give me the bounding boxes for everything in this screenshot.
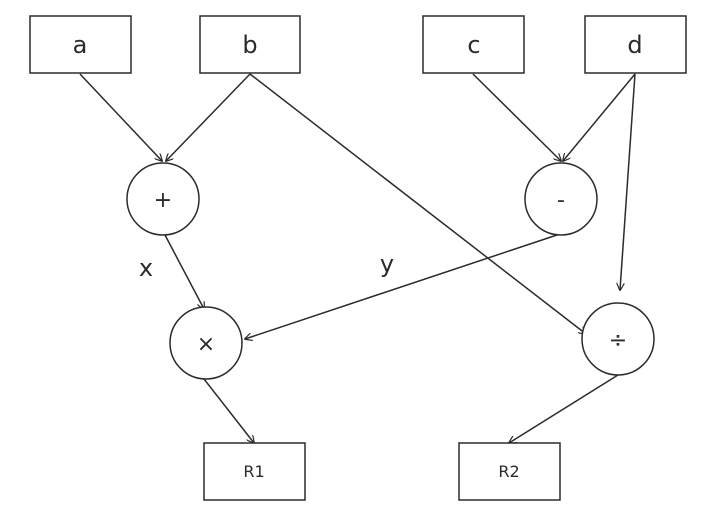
edges [79,73,636,443]
add-circle [126,162,200,236]
multiply-symbol: × [197,332,215,357]
edge-subtract-to-multiply [245,233,561,339]
input-node-c: c [422,15,525,74]
input-node-d: d [584,15,687,74]
output-node-r1: R1 [203,442,306,501]
divide-circle [581,302,655,376]
edge-c-to-subtract [472,73,561,161]
input-box-b [199,15,301,74]
edge-b-to-add [166,73,251,161]
edge-d-to-divide [620,73,636,290]
input-label-a: a [73,31,88,59]
add-symbol: + [154,188,172,213]
subtract-symbol: - [557,188,565,213]
output-node-r2: R2 [458,442,561,501]
operator-node-subtract: - [524,162,598,236]
output-label-r1: R1 [243,462,264,481]
operator-node-divide: ÷ [581,302,655,376]
input-label-b: b [242,31,257,59]
edge-b-to-divide [249,73,586,334]
output-box-r2 [458,442,561,501]
output-label-r2: R2 [498,462,519,481]
operator-node-multiply: × [169,306,243,380]
output-box-r1 [203,442,306,501]
input-node-a: a [29,15,132,74]
operator-node-add: + [126,162,200,236]
subtract-circle [524,162,598,236]
edge-label-y: y [380,250,394,278]
edge-multiply-to-r1 [203,378,254,443]
input-box-a [29,15,132,74]
edge-label-x: x [139,254,153,282]
divide-symbol: ÷ [609,328,627,353]
edge-d-to-subtract [563,73,636,161]
input-node-b: b [199,15,301,74]
input-label-c: c [467,31,480,59]
edge-add-to-multiply [164,234,204,309]
input-label-d: d [627,31,642,59]
multiply-circle [169,306,243,380]
edge-a-to-add [79,73,162,161]
input-box-d [584,15,687,74]
input-box-c [422,15,525,74]
edge-divide-to-r2 [509,374,619,443]
